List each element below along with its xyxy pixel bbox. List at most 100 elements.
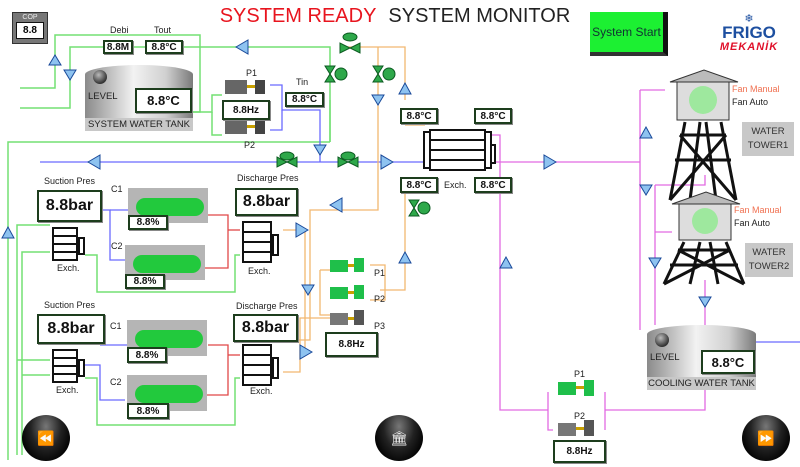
arrow-up: [1, 225, 15, 239]
tower2-fan-manual: Fan Manual: [734, 205, 782, 215]
valve-icon: [372, 65, 396, 83]
rewind-icon: ⏪: [37, 429, 55, 446]
level-indicator-icon: [655, 333, 669, 347]
tower2-name-line2: TOWER2: [748, 261, 790, 272]
back-button[interactable]: ⏪: [22, 415, 70, 461]
chiller2-discharge-label: Discharge Pres: [236, 301, 298, 311]
system-pump-p2-label: P2: [244, 140, 256, 150]
chiller2-c1-load: 8.8%: [127, 347, 167, 363]
water-tower-2-icon: [662, 191, 746, 286]
chiller2-evap-label: Exch.: [56, 385, 79, 395]
arrow-down: [301, 284, 315, 296]
forward-button[interactable]: ⏩: [742, 415, 790, 461]
pump-icon: [225, 80, 265, 94]
exchanger-temp-bottom-left: 8.8°C: [400, 177, 438, 193]
cooling-pump-frequency: 8.8Hz: [553, 440, 606, 463]
tout-value: 8.8°C: [145, 40, 183, 54]
pump-icon: [330, 285, 364, 299]
condenser-icon: [242, 221, 279, 263]
arrow-right: [299, 344, 313, 360]
compressor-icon: [128, 188, 208, 223]
tower1-name-line1: WATER: [751, 126, 785, 137]
arrow-down: [639, 184, 653, 196]
logo-line2: MEKANİK: [719, 41, 779, 53]
valve-icon: [276, 151, 298, 168]
arrow-up: [499, 255, 513, 269]
tower2-name: WATER TOWER2: [745, 243, 793, 277]
chiller2-cond-label: Exch.: [250, 386, 273, 396]
cond-pump-p2-label: P2: [374, 294, 386, 304]
exchanger-temp-bottom-right: 8.8°C: [474, 177, 512, 193]
compressor-icon: [127, 320, 207, 356]
green-pipes: [7, 34, 331, 460]
chiller2-suction-value: 8.8bar: [37, 314, 105, 344]
arrow-left: [235, 39, 249, 55]
debi-value: 8.8M: [103, 40, 133, 54]
arrow-up: [48, 54, 62, 66]
arrow-down: [698, 296, 712, 308]
valve-icon: [339, 32, 361, 54]
tower1-fan-auto: Fan Auto: [732, 97, 769, 107]
pumps: [225, 80, 594, 436]
chiller1-discharge-label: Discharge Pres: [237, 173, 299, 183]
system-status-title: SYSTEM READY: [219, 5, 377, 27]
flow-arrows: [1, 39, 712, 360]
system-tank-temperature: 8.8°C: [135, 88, 192, 113]
cond-pump-frequency: 8.8Hz: [325, 332, 378, 357]
valve-icon: [408, 199, 431, 217]
blue-pipes: [40, 84, 800, 401]
arrow-down: [648, 257, 662, 269]
arrow-down: [63, 69, 77, 81]
chiller1-c2-label: C2: [111, 241, 123, 251]
chiller2-c1-label: C1: [110, 321, 122, 331]
motor-valves: [276, 32, 431, 217]
main-exchanger-label: Exch.: [444, 180, 467, 190]
arrow-up: [398, 250, 412, 264]
debi-label: Debi: [110, 25, 129, 35]
home-button[interactable]: 🏛: [375, 415, 423, 461]
chiller1-c1-load: 8.8%: [128, 215, 168, 230]
tower1-name: WATER TOWER1: [742, 122, 794, 156]
arrow-down: [313, 144, 327, 156]
system-start-button[interactable]: System Start: [590, 12, 668, 56]
main-exchanger-icon: [423, 129, 496, 171]
snowflake-icon: ❄: [744, 13, 754, 25]
system-title-overlay: SYSTEM MONITOR: [388, 5, 571, 27]
cop-label: COP: [22, 14, 38, 21]
system-pump-p1-label: P1: [246, 68, 258, 78]
water-tower-1-icon: [668, 69, 739, 201]
tower1-fan-manual: Fan Manual: [732, 84, 780, 94]
tin-label: Tin: [296, 77, 309, 87]
arrow-down: [371, 94, 385, 106]
arrow-left: [87, 154, 101, 170]
fast-forward-icon: ⏩: [757, 429, 775, 446]
chiller2-c2-load: 8.8%: [127, 403, 169, 419]
chiller1-suction-value: 8.8bar: [37, 190, 102, 222]
tower2-name-line1: WATER: [752, 247, 786, 258]
tower1-name-line2: TOWER1: [747, 140, 789, 151]
arrow-right: [295, 222, 309, 238]
logo-line1: FRIGO: [722, 23, 776, 42]
exchanger-temp-top-right: 8.8°C: [474, 108, 512, 124]
cooling-tank-level-label: LEVEL: [650, 352, 680, 363]
chiller2-c2-label: C2: [110, 377, 122, 387]
chiller1-cond-label: Exch.: [248, 266, 271, 276]
pump-icon: [225, 120, 265, 134]
pump-icon: [330, 258, 364, 272]
chiller1-evap-label: Exch.: [57, 263, 80, 273]
condenser-icon: [242, 344, 279, 386]
title-row: SYSTEM READY SYSTEM MONITOR: [205, 4, 585, 28]
heat-exchangers: [52, 129, 496, 386]
system-tank-name: SYSTEM WATER TANK: [85, 118, 193, 131]
tin-value: 8.8°C: [285, 92, 324, 107]
arrow-left: [329, 197, 343, 213]
cop-value: 8.8: [16, 22, 44, 39]
arrow-up: [398, 81, 412, 95]
cop-panel: COP 8.8: [12, 12, 48, 44]
cooling-pump-p1-label: P1: [574, 369, 586, 379]
level-indicator-icon: [93, 70, 107, 84]
chiller2-suction-label: Suction Pres: [44, 300, 96, 310]
valve-icon: [337, 151, 359, 168]
cooling-tank-name: COOLING WATER TANK: [647, 377, 756, 390]
system-tank-level-label: LEVEL: [88, 91, 118, 102]
